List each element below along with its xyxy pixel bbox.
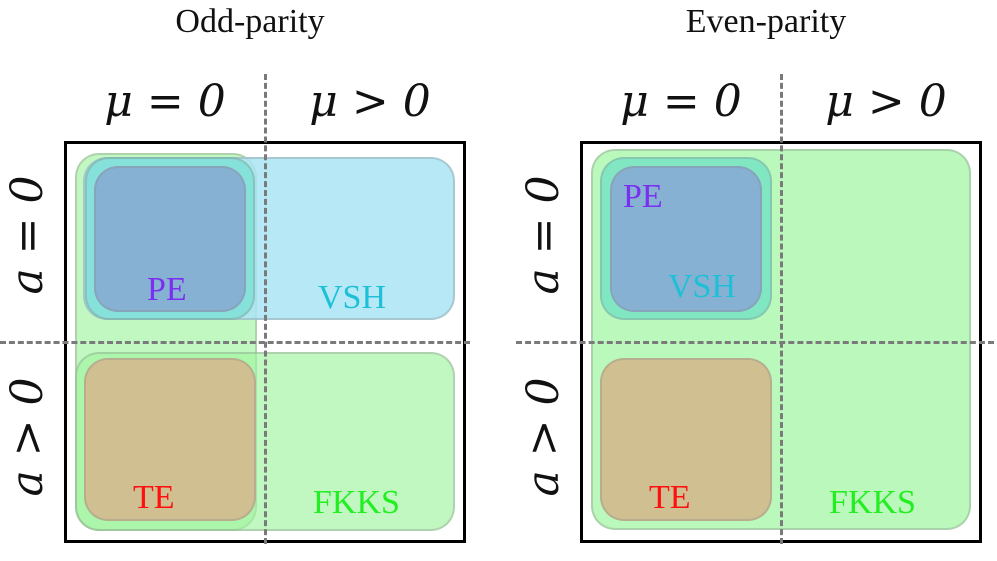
row-label-a-zero: a = 0 xyxy=(518,175,569,295)
a-divider xyxy=(0,341,470,344)
col-label-mu-positive: μ > 0 xyxy=(825,76,947,127)
te-region xyxy=(84,358,256,521)
te-region xyxy=(600,358,772,521)
pe-region xyxy=(94,166,246,312)
pe-label: PE xyxy=(147,271,187,308)
panel-title: Odd-parity xyxy=(175,3,325,40)
odd-parity-panel: Odd-parity μ = 0 μ > 0 a = 0 a > 0 PE VS… xyxy=(0,3,470,544)
col-label-mu-positive: μ > 0 xyxy=(309,76,431,127)
vsh-label: VSH xyxy=(668,268,737,305)
col-label-mu-zero: μ = 0 xyxy=(620,76,742,127)
panel-title: Even-parity xyxy=(685,3,847,40)
col-label-mu-zero: μ = 0 xyxy=(104,76,226,127)
pe-region xyxy=(610,166,762,312)
a-divider xyxy=(516,341,994,344)
te-label: TE xyxy=(649,479,691,516)
mu-divider xyxy=(780,74,783,544)
row-label-a-zero: a = 0 xyxy=(2,175,53,295)
mu-divider xyxy=(264,74,267,544)
vsh-label: VSH xyxy=(318,279,387,316)
row-label-a-positive: a > 0 xyxy=(2,377,53,497)
fkks-label: FKKS xyxy=(313,484,400,521)
row-label-a-positive: a > 0 xyxy=(518,377,569,497)
even-parity-panel: Even-parity μ = 0 μ > 0 a = 0 a > 0 PE V… xyxy=(516,0,997,561)
te-label: TE xyxy=(133,479,175,516)
pe-label: PE xyxy=(623,178,663,215)
fkks-label: FKKS xyxy=(829,484,916,521)
